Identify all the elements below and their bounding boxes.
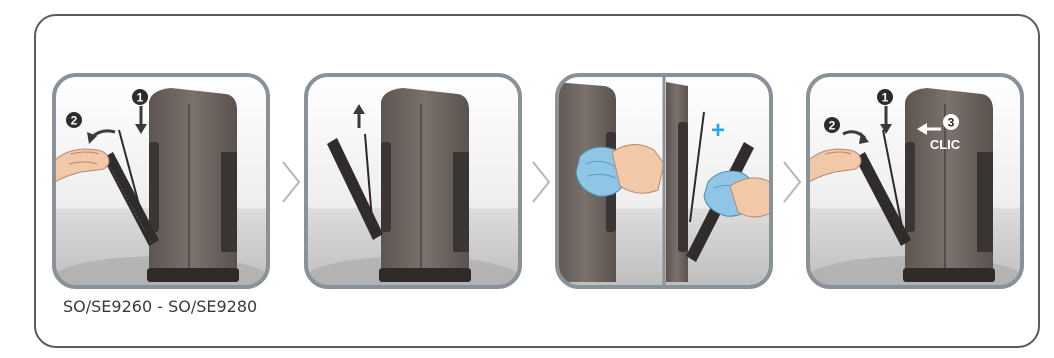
step-panel-4: 1 2 3 CLIC xyxy=(805,72,1025,290)
step-marker-3: 3 xyxy=(943,114,959,130)
purifier-device xyxy=(666,82,688,282)
chevron-right-icon xyxy=(530,160,552,204)
model-label: SO/SE9260 - SO/SE9280 xyxy=(63,297,257,316)
svg-text:2: 2 xyxy=(829,119,836,133)
step-panel-2 xyxy=(303,72,523,290)
step-panel-3: + xyxy=(554,72,774,290)
svg-text:1: 1 xyxy=(137,91,144,105)
step-marker-2: 2 xyxy=(824,117,840,133)
step-marker-2: 2 xyxy=(66,112,82,128)
step-marker-1: 1 xyxy=(132,89,148,105)
step-marker-1: 1 xyxy=(877,89,893,105)
clic-label: CLIC xyxy=(930,137,961,152)
chevron-right-icon xyxy=(781,160,803,204)
svg-text:1: 1 xyxy=(882,91,889,105)
svg-text:3: 3 xyxy=(948,116,955,130)
step-panel-1: 1 2 xyxy=(51,72,271,290)
chevron-right-icon xyxy=(280,160,302,204)
purifier-device xyxy=(379,88,471,282)
svg-text:2: 2 xyxy=(71,114,78,128)
purifier-device xyxy=(147,88,239,282)
plus-icon: + xyxy=(711,117,725,144)
